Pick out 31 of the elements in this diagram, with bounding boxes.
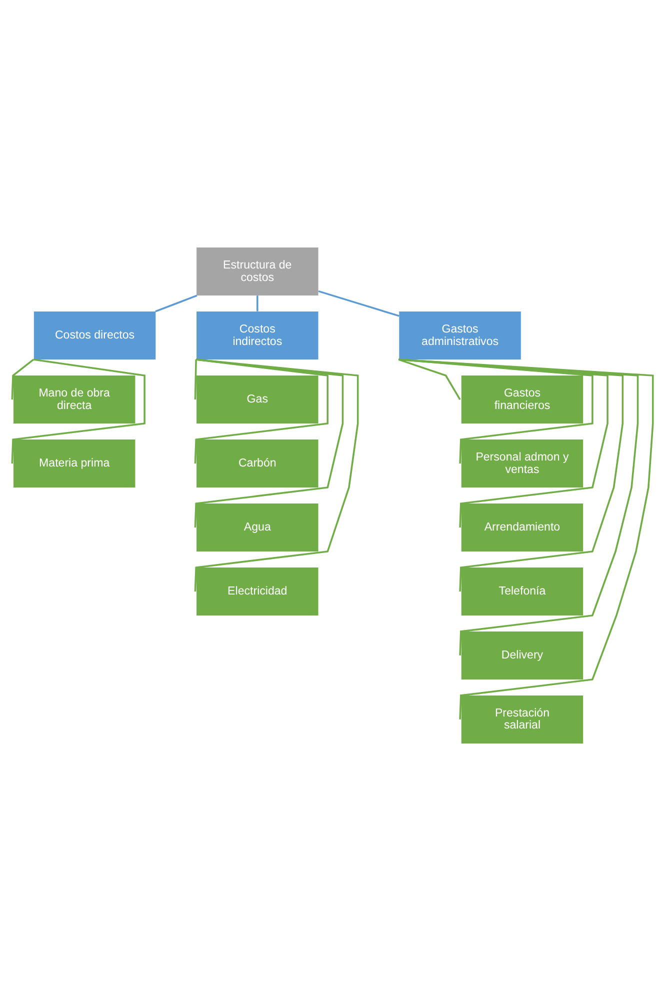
connector (194, 359, 197, 400)
node-box: Gastos administrativos (399, 311, 521, 360)
connector (398, 358, 608, 528)
connector (194, 358, 344, 528)
connector (398, 358, 624, 592)
connector (256, 295, 258, 311)
connector (318, 290, 400, 316)
connector (194, 358, 359, 592)
node-box: Gas (196, 375, 318, 424)
connector (11, 358, 34, 400)
connector (398, 358, 654, 719)
connector (398, 358, 639, 655)
node-box: Costos indirectos (196, 311, 318, 360)
node-box: Mano de obra directa (13, 375, 136, 424)
node-box: Telefonía (461, 566, 584, 615)
connector (398, 358, 461, 400)
connector (11, 358, 146, 464)
node-box: Delivery (461, 630, 584, 679)
node-box: Personal admon y ventas (461, 439, 584, 487)
node-box: Costos directos (34, 311, 156, 360)
node-box: Gastos financieros (461, 375, 584, 424)
node-box: Arrendamiento (461, 503, 584, 551)
node-box: Agua (196, 503, 318, 551)
connector (155, 294, 198, 312)
node-box: Prestación salarial (461, 694, 584, 743)
connector (194, 358, 328, 464)
connector (398, 358, 594, 464)
node-box: Estructura de costos (196, 247, 318, 296)
node-box: Materia prima (13, 439, 136, 487)
node-box: Electricidad (196, 566, 318, 615)
node-box: Carbón (196, 439, 318, 487)
